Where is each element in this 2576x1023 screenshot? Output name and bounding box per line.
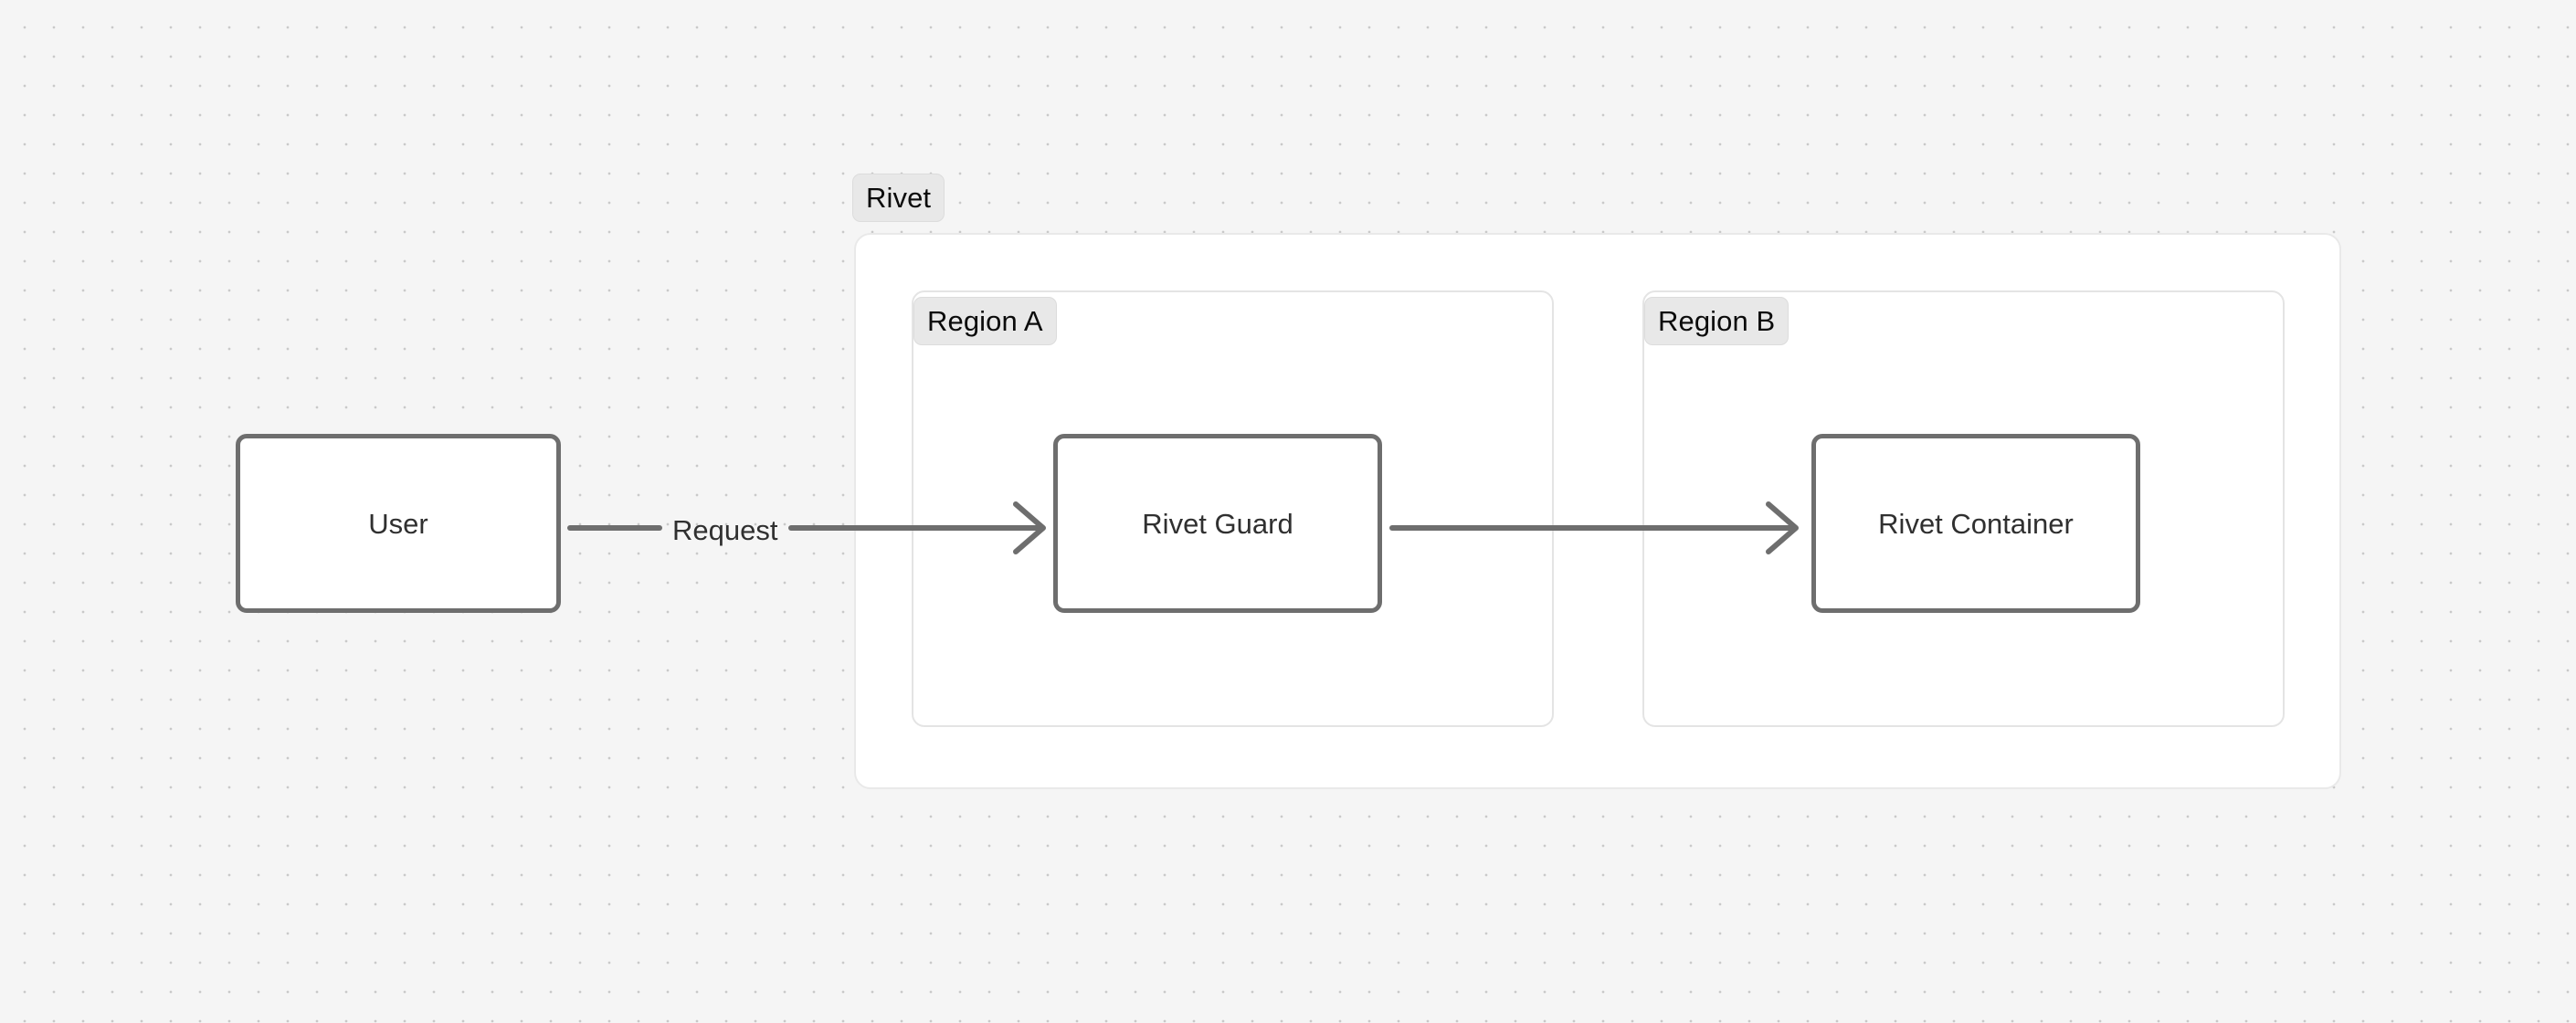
group-label-region-a[interactable]: Region A [913,297,1057,345]
group-label-region-b[interactable]: Region B [1644,297,1789,345]
edge-label-request: Request [672,513,778,546]
node-user[interactable]: User [236,434,561,613]
node-rivet-guard-label: Rivet Guard [1142,507,1293,540]
node-rivet-container[interactable]: Rivet Container [1811,434,2140,613]
node-rivet-container-label: Rivet Container [1878,507,2074,540]
node-user-label: User [368,507,428,540]
node-rivet-guard[interactable]: Rivet Guard [1053,434,1382,613]
group-label-rivet[interactable]: Rivet [852,174,945,222]
